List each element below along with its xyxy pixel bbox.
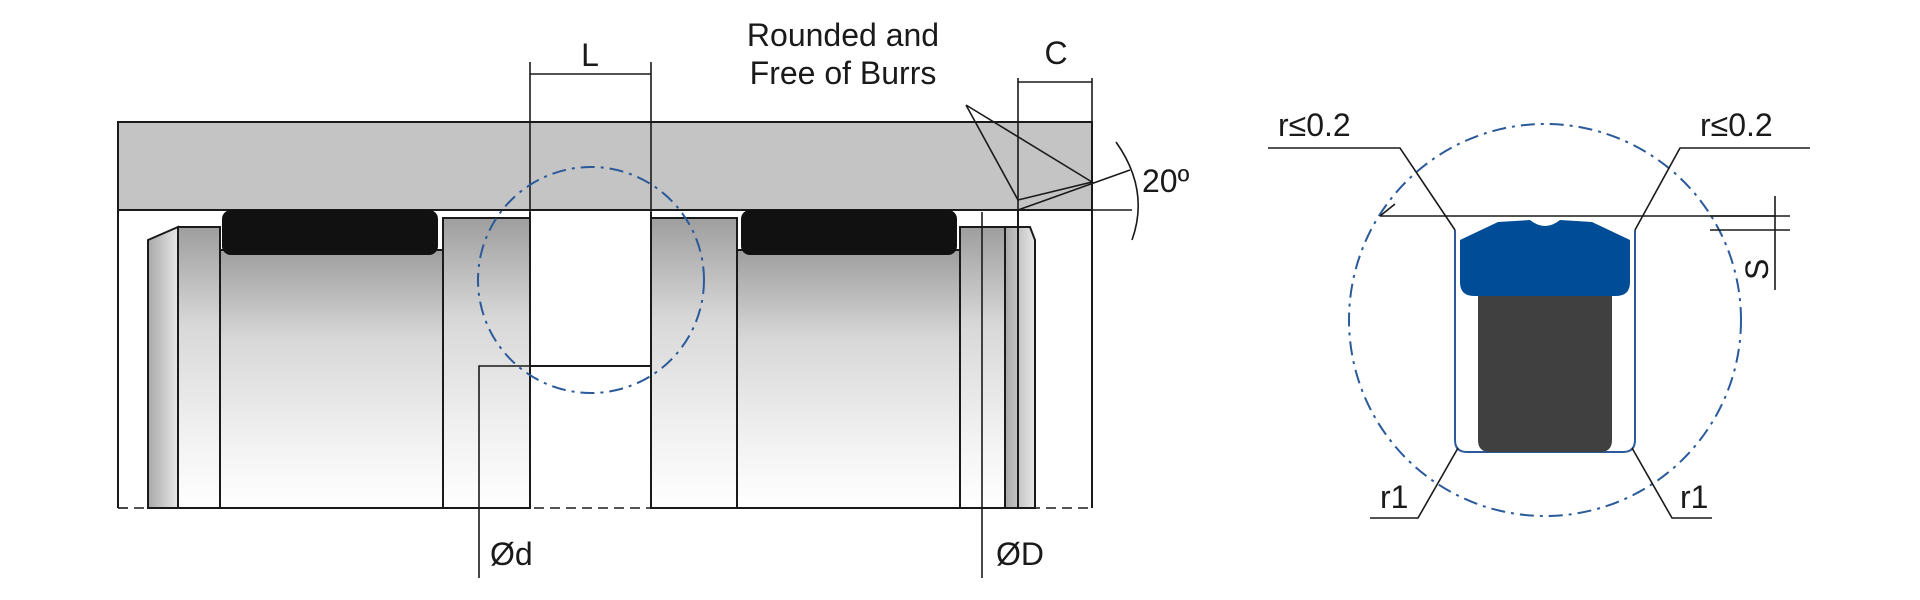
rod-diameter-leader — [478, 365, 530, 578]
guide-ring-right — [741, 210, 957, 255]
detail-view: r≤0.2 r≤0.2 S r1 r1 — [1268, 107, 1810, 519]
chamfer-length-label: C — [1044, 35, 1067, 71]
detail-circle — [1348, 123, 1742, 517]
note-line-1: Rounded and — [747, 17, 939, 53]
piston-right-taper — [1004, 226, 1036, 509]
radius-top-right-label: r≤0.2 — [1700, 107, 1773, 143]
radius-leader-top-right — [1634, 147, 1810, 231]
bore-diameter-label: ØD — [996, 536, 1044, 572]
radius-leader-bottom-left — [1370, 447, 1459, 519]
radius-top-left-label: r≤0.2 — [1278, 107, 1351, 143]
piston-land-2 — [442, 217, 531, 509]
length-label: L — [581, 37, 599, 73]
radius-bottom-right-label: r1 — [1680, 479, 1708, 515]
chamfer-note-leader — [965, 104, 1095, 201]
guide-ring-left — [222, 210, 438, 255]
length-dimension — [529, 62, 652, 212]
seal-energiser — [1478, 296, 1612, 452]
piston-land-3 — [650, 217, 738, 509]
radius-leader-bottom-right — [1631, 447, 1712, 519]
radius-leader-top-left — [1268, 147, 1456, 231]
seal-cap — [1460, 220, 1630, 296]
chamfer-dimension — [1017, 78, 1093, 210]
seal-groove — [530, 212, 651, 366]
section-view: L C Rounded and Free of Burrs 20º Ød ØD — [117, 17, 1190, 578]
depth-label: S — [1739, 259, 1775, 280]
depth-dimension — [1710, 196, 1790, 290]
note-line-2: Free of Burrs — [750, 55, 937, 91]
piston-groove-1-bottom — [219, 249, 444, 509]
detail-marker-circle — [477, 166, 705, 394]
piston-left-land — [177, 226, 221, 509]
cylinder-housing — [117, 121, 1093, 211]
angle-arc — [1115, 141, 1140, 241]
rod-diameter-label: Ød — [490, 536, 533, 572]
piston-groove-2-bottom — [736, 249, 961, 509]
piston-body — [147, 217, 1036, 509]
radius-bottom-left-label: r1 — [1380, 479, 1408, 515]
angle-label: 20º — [1142, 163, 1190, 199]
piston-left-taper — [147, 225, 179, 509]
